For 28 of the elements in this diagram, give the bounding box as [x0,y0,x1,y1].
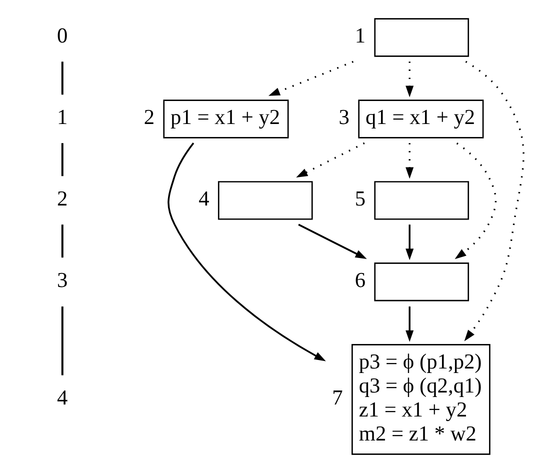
node-label: 1 [354,24,366,48]
node-box: p1 = x1 + y2 [162,100,288,138]
arrow [405,62,414,98]
label: 1 [56,105,68,130]
arrow [296,142,364,178]
node-label: 3 [338,105,350,130]
arrow [298,224,366,259]
node-box [217,181,312,220]
node-label: 6 [354,268,366,292]
arrow [167,142,326,362]
label: 2 [56,186,68,211]
node-box [374,262,469,302]
node-label: 2 [143,105,154,130]
node-box: p3 = ϕ (p1,p2) q3 = ϕ (q2,q1) z1 = x1 + y2 m2 = z1 * w2 [351,344,490,455]
node-label: 7 [332,385,342,410]
label: 3 [56,268,68,292]
arrow [268,60,354,96]
node-box [374,18,469,57]
node-box [374,181,469,220]
node-label: 5 [354,186,366,211]
arrow [405,224,414,260]
label: 0 [56,24,68,48]
node-label: 4 [198,186,209,211]
arrow [454,142,496,260]
arrow [464,60,524,342]
node-box: q1 = x1 + y2 [358,100,484,138]
label: 4 [56,385,68,410]
arrow [405,306,414,342]
